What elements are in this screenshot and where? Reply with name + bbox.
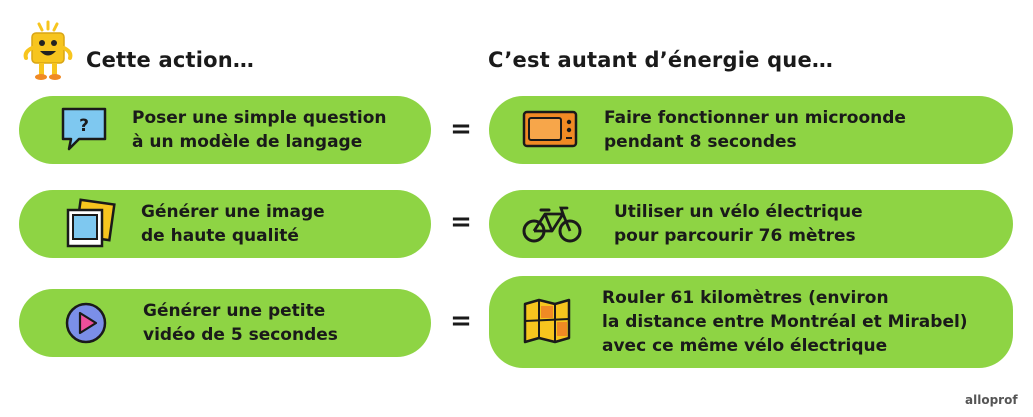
action-text-3: Générer une petite vidéo de 5 secondes bbox=[143, 301, 338, 345]
equivalent-text-3: Rouler 61 kilomètres (environ la distanc… bbox=[602, 288, 968, 356]
svg-text:?: ? bbox=[79, 116, 89, 136]
action-text-1: Poser une simple question à un modèle de… bbox=[132, 108, 387, 152]
microwave-icon bbox=[522, 110, 578, 148]
equivalent-pill-2: Utiliser un vélo électrique pour parcour… bbox=[489, 190, 1013, 258]
equivalent-text-2: Utiliser un vélo électrique pour parcour… bbox=[614, 202, 863, 246]
header-left: Cette action… bbox=[86, 48, 255, 72]
speech-bubble-question-icon: ? bbox=[61, 107, 107, 151]
equivalent-pill-1: Faire fonctionner un microonde pendant 8… bbox=[489, 96, 1013, 164]
action-pill-2: Générer une image de haute qualité bbox=[19, 190, 431, 258]
equals-sign-1: = bbox=[450, 114, 472, 144]
photos-icon bbox=[66, 198, 116, 248]
action-pill-1: ? Poser une simple question à un modèle … bbox=[19, 96, 431, 164]
action-text-2: Générer une image de haute qualité bbox=[141, 202, 325, 246]
alloprof-logo: alloprof bbox=[965, 393, 1018, 407]
equivalent-text-1: Faire fonctionner un microonde pendant 8… bbox=[604, 108, 906, 152]
mascot-icon bbox=[23, 20, 73, 80]
play-button-icon bbox=[65, 302, 107, 344]
equals-sign-2: = bbox=[450, 207, 472, 237]
action-pill-3: Générer une petite vidéo de 5 secondes bbox=[19, 289, 431, 357]
equivalent-pill-3: Rouler 61 kilomètres (environ la distanc… bbox=[489, 276, 1013, 368]
header-right: C’est autant d’énergie que… bbox=[488, 48, 834, 72]
map-icon bbox=[523, 298, 571, 344]
equals-sign-3: = bbox=[450, 306, 472, 336]
bicycle-icon bbox=[522, 206, 582, 243]
